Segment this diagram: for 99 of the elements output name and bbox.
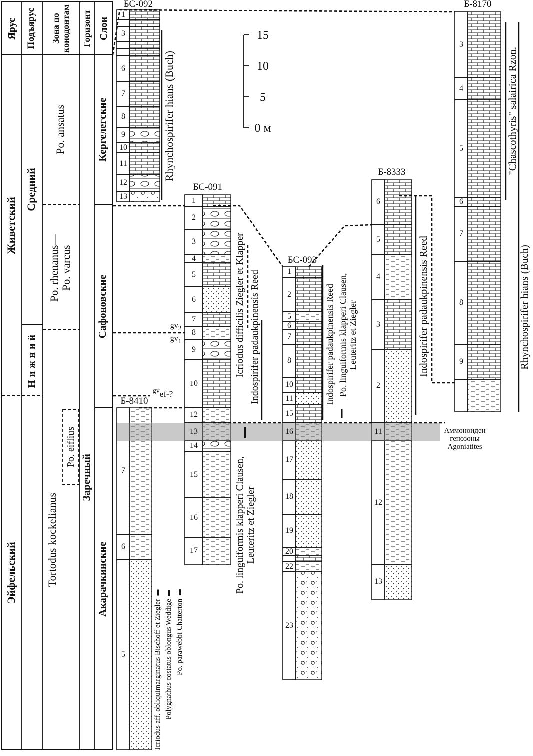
taxon-name: Rhynchospirifer hians (Buch) [164,50,176,182]
bed-number: 5 [122,650,126,660]
bed-number: 19 [286,527,294,536]
boundary-index: gv$_{2}$ [170,322,182,333]
taxon-name: Icriodus difficilis Ziegler et Klapper [234,232,246,378]
horizon-name: Заречный [82,454,94,502]
bed-number: 3 [122,30,126,39]
bed-number: 10 [120,144,128,152]
bed-number: 5 [376,236,380,244]
bed-number: 11 [374,428,382,436]
bed-number: 16 [286,428,294,436]
bed-number: 10 [286,381,294,390]
bed-number: 22 [286,562,294,572]
bed-number: 5 [192,270,196,280]
column-heading: Ярус [6,18,18,40]
bed-number: 8 [460,299,464,308]
taxon-name: Indospirifer padaukpinensis Reed [326,284,336,404]
scale-value: 5 [260,90,266,104]
section-label: БС-092 [124,0,154,10]
scale-value: 10 [257,60,269,72]
taxon-name: "Chascothyris" salairica Rzon. [508,46,520,176]
bed-number: 2 [376,382,380,391]
section-label: БС-091 [193,184,223,194]
bed-number: 2 [288,290,292,300]
zone-name: Po. ansatus [55,105,68,155]
bed-number: 9 [122,131,126,140]
bed-number: 7 [192,316,196,324]
bed-number: 11 [286,394,294,404]
zone-name: Po. rhenanus— Po. varcus [49,232,74,304]
unit-name: Акарачкинские [98,542,110,616]
bed-number: 1 [288,268,292,277]
scale-value: 0 м [254,122,272,134]
bed-number: 20 [286,548,294,556]
taxon-name: Rhynchospirifer hians (Buch) [520,244,532,370]
bed-number: 12 [190,411,198,420]
bed-number: 5 [460,144,464,154]
substage-name: Средний [26,168,39,212]
section-label: Б-8333 [378,168,406,178]
scale-value: 15 [257,28,269,42]
bed-number: 1 [192,196,196,206]
bed-number: 13 [190,428,198,436]
bed-number: 4 [376,273,380,282]
bed-number: 7 [122,467,126,476]
bed-number: 12 [374,498,382,508]
column-heading: Слои [98,16,110,40]
bed-number: 18 [286,493,294,502]
bed-number: 10 [190,380,198,388]
zone-name: Tortodus kockelianus [46,492,60,588]
bed-number: 6 [376,198,380,207]
bed-number: 1 [122,10,126,20]
boundary-index: gv$_{1}$ [170,335,182,346]
bed-number: 7 [288,333,292,342]
bed-number: 6 [122,543,126,552]
bed-number: 17 [190,547,198,556]
bed-number: 4 [192,254,196,264]
bed-number: 3 [192,238,196,247]
bed-number: 16 [190,514,198,522]
column-heading: Горизонт [82,10,92,48]
unit-name: Кергелегские [98,98,110,162]
taxon-name: Po. linguiformis klapperi Clausen, Leuteritz et Ziegler [235,455,257,596]
bed-number: 7 [460,230,464,239]
bed-number: 6 [288,322,292,330]
bed-number: 5 [288,312,292,322]
unit-name: Сафоновские [98,274,110,338]
bed-number: 3 [460,40,464,50]
bed-number: 12 [120,179,128,188]
bed-number: 6 [460,198,464,207]
bed-number: 6 [192,296,196,304]
column-heading: Подъярус [27,8,38,50]
bed-number: 15 [190,470,198,480]
zone-name: Po. eiflius [66,427,76,468]
section-label: БС-093 [288,256,318,266]
bed-number: 3 [376,320,380,330]
taxon-name: Indospirifer padaukpinensis Reed [419,236,431,378]
bed-number: 2 [192,214,196,223]
section-label: Б-8170 [464,0,492,10]
bed-number: 8 [122,113,126,122]
stage-name: Живетский [6,196,18,254]
bed-number: 6 [122,64,126,74]
bed-number: 4 [460,84,464,94]
bed-number: 14 [190,442,198,451]
boundary-index: $^{gv}$ef-? [152,388,174,398]
bed-number: 13 [120,192,128,202]
bed-number: 13 [374,578,382,587]
bed-number: 8 [192,329,196,338]
bed-number: 7 [122,90,126,99]
substage-name: Нижний [27,332,38,389]
bed-number: 17 [286,456,294,465]
bed-number: 23 [286,622,294,630]
bed-number: 11 [120,160,128,168]
taxon-name: Po. linguiformis klapperi Clausen, Leuteritz et Ziegler [339,272,359,400]
bed-number: 8 [288,357,292,366]
bed-number: 9 [460,358,464,367]
taxon-name: Indospirifer padaukpinensis Reed [250,270,261,405]
bed-number: 15 [286,410,294,418]
stage-name: Эйфельский [6,542,18,604]
section-label: Б-8410 [120,398,148,408]
column-heading: Зона по конодонтам [52,3,72,54]
bed-number: 9 [192,346,196,354]
